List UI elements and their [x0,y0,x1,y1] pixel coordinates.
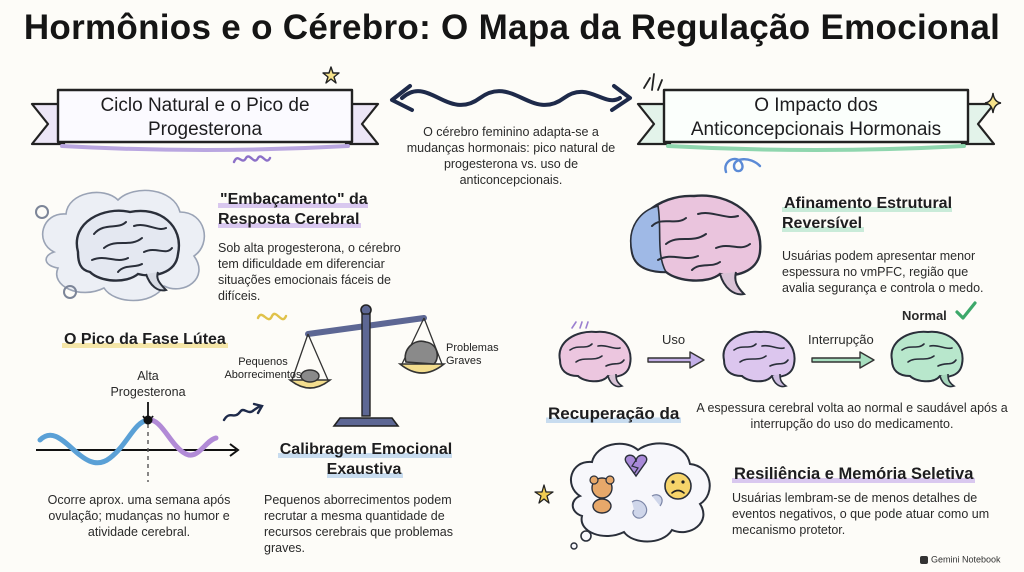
squiggle-small-icon [571,321,589,329]
left-ribbon [30,88,380,152]
footer-brand: Gemini Notebook [920,554,1020,565]
right-ribbon [636,88,996,152]
flow-step-normal: Normal [902,308,947,323]
thinning-brain-icon [629,194,762,296]
brain-purple-icon [722,330,796,388]
recovery-heading: Recuperação da [546,404,696,424]
spiral-blue-icon [724,157,762,174]
flow-step-use: Uso [662,332,686,347]
thinning-heading-text: Afinamento Estrutural Reversível [782,195,953,232]
foggy-brain-icon [35,189,205,302]
sparkle-icon [984,92,1002,114]
squiggle-yellow-icon [256,312,288,321]
fog-heading: "Embaçamento" da Resposta Cerebral [218,190,408,230]
recovery-body: A espessura cerebral volta ao normal e s… [696,401,1008,431]
checkmark-icon [955,301,977,320]
left-banner-text: Ciclo Natural e o Pico de Progesterona [100,95,310,140]
luteal-body: Ocorre aprox. uma semana após ovulação; … [47,493,231,539]
fog-body: Sob alta progesterona, o cérebro tem dif… [218,241,401,303]
memory-thought-cloud [570,442,711,550]
balance-scale-icon [287,304,447,427]
resilience-heading: Resiliência e Memória Seletiva [732,464,992,484]
resilience-body: Usuárias lembram-se de menos detalhes de… [732,491,990,537]
luteal-heading: O Pico da Fase Lútea [62,330,242,350]
curly-arrow-icon [222,402,264,422]
center-intro-text: O cérebro feminino adapta-se a mudanças … [406,125,616,187]
brain-pink-icon [558,330,632,388]
arrow-use [647,351,705,369]
scale-right-label: Problemas Graves [446,342,499,367]
page-title: Hormônios e o Cérebro: O Mapa da Regulaç… [23,8,1001,47]
star-icon [322,66,340,84]
scale-left-label: Pequenos Aborrecimentos [224,356,302,381]
calibration-heading-text: Calibragem Emocional Exaustiva [277,441,453,478]
calibration-heading: Calibragem Emocional Exaustiva [258,440,472,480]
thinning-heading: Afinamento Estrutural Reversível [782,194,982,234]
fog-heading-text: "Embaçamento" da Resposta Cerebral [218,191,368,228]
peak-label: Alta Progesterona [110,369,186,399]
squiggle-purple-icon [232,155,272,164]
arrow-interruption [811,351,875,369]
calibration-body: Pequenos aborrecimentos podem recrutar a… [264,493,453,555]
gemini-logo-icon [920,555,928,564]
resilience-heading-text: Resiliência e Memória Seletiva [732,465,976,483]
brain-green-icon [890,330,964,388]
wavy-double-arrow [390,84,632,112]
luteal-heading-text: O Pico da Fase Lútea [62,331,228,348]
recovery-heading-text: Recuperação da [546,404,682,423]
flow-step-interruption: Interrupção [808,332,874,347]
star-yellow-icon [534,484,554,504]
right-banner-text: O Impacto dos Anticoncepcionais Hormonai… [690,95,942,140]
thinning-body: Usuárias podem apresentar menor espessur… [782,249,984,295]
burst-lines-icon [643,73,663,91]
footer-brand-text: Gemini Notebook [931,554,1001,565]
progesterone-wave-chart [36,402,240,482]
